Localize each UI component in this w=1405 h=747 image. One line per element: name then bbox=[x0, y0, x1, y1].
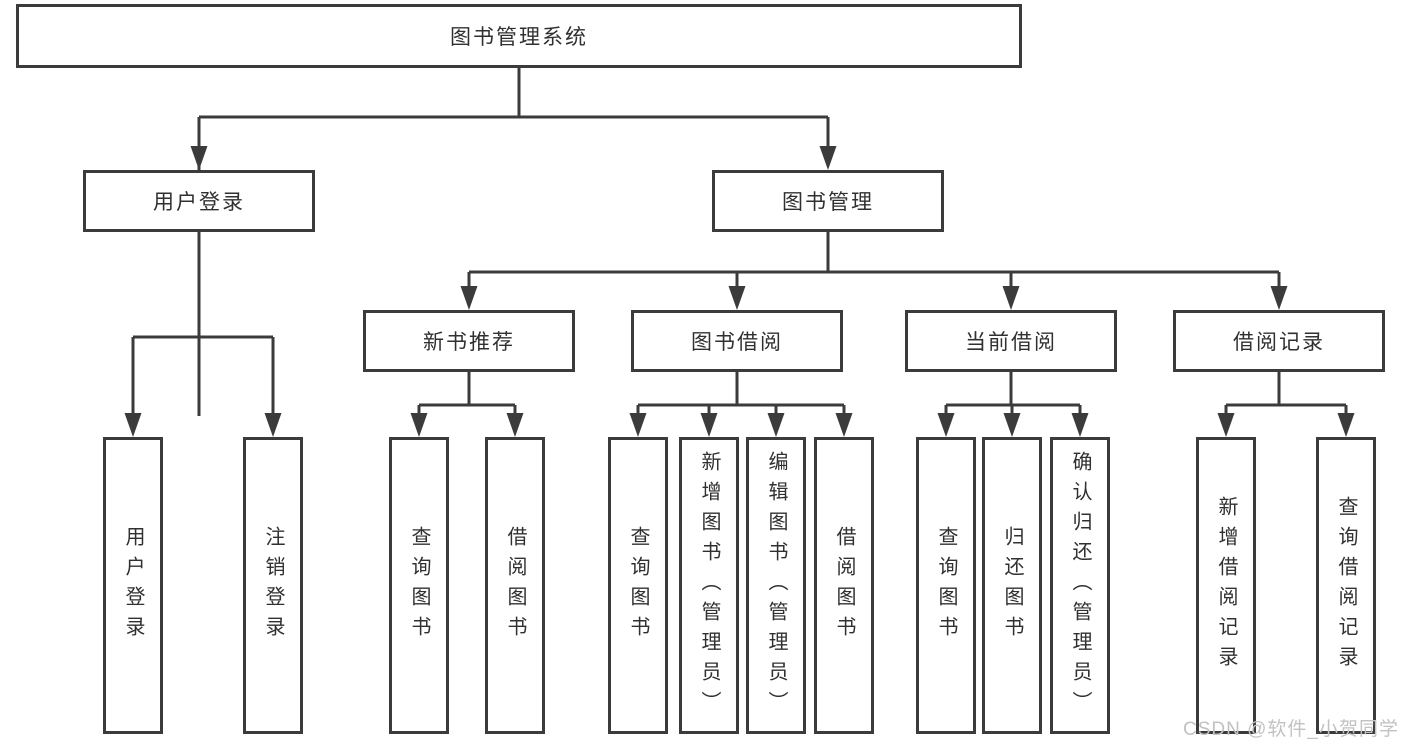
connector-borrowing-to-leaves bbox=[629, 372, 853, 437]
leaf-label: 查询图书 bbox=[935, 525, 957, 646]
leaf-borrow-books-recommend: 借阅图书 bbox=[485, 437, 545, 734]
leaf-label: 借阅图书 bbox=[833, 525, 855, 646]
arrowhead-icon bbox=[1217, 413, 1235, 437]
leaf-borrow-books: 借阅图书 bbox=[814, 437, 874, 734]
leaf-confirm-return-admin: 确认归还（管理员） bbox=[1050, 437, 1110, 734]
node-library-system: 图书管理系统 bbox=[16, 4, 1022, 68]
arrowhead-icon bbox=[767, 413, 785, 437]
arrowhead-icon bbox=[1337, 413, 1355, 437]
node-current-borrowing: 当前借阅 bbox=[905, 310, 1117, 372]
arrowhead-icon bbox=[264, 413, 282, 437]
connector-records-to-leaves bbox=[1217, 372, 1355, 437]
arrowhead-icon bbox=[728, 286, 746, 310]
leaf-label: 用户登录 bbox=[122, 525, 144, 646]
leaf-user-login: 用户登录 bbox=[103, 437, 163, 734]
leaf-return-books: 归还图书 bbox=[982, 437, 1042, 734]
leaf-edit-books-admin: 编辑图书（管理员） bbox=[746, 437, 806, 734]
watermark: CSDN @软件_小贺同学 bbox=[1183, 719, 1399, 740]
node-new-book-recommendation: 新书推荐 bbox=[363, 310, 575, 372]
leaf-query-books-borrowing: 查询图书 bbox=[608, 437, 668, 734]
arrowhead-icon bbox=[190, 146, 208, 170]
arrowhead-icon bbox=[1071, 413, 1089, 437]
arrowhead-icon bbox=[835, 413, 853, 437]
leaf-label: 查询借阅记录 bbox=[1335, 495, 1357, 676]
leaf-label: 查询图书 bbox=[408, 525, 430, 646]
connector-userlogin-to-leaves bbox=[124, 232, 282, 437]
node-borrowing-records: 借阅记录 bbox=[1173, 310, 1385, 372]
leaf-query-books-recommend: 查询图书 bbox=[389, 437, 449, 734]
arrowhead-icon bbox=[700, 413, 718, 437]
arrowhead-icon bbox=[1270, 286, 1288, 310]
leaf-label: 新增图书（管理员） bbox=[698, 450, 720, 721]
node-user-login: 用户登录 bbox=[83, 170, 315, 232]
leaf-label: 归还图书 bbox=[1001, 525, 1023, 646]
leaf-label: 编辑图书（管理员） bbox=[765, 450, 787, 721]
arrowhead-icon bbox=[124, 413, 142, 437]
leaf-add-books-admin: 新增图书（管理员） bbox=[679, 437, 739, 734]
leaf-label: 确认归还（管理员） bbox=[1069, 450, 1091, 721]
leaf-label: 查询图书 bbox=[627, 525, 649, 646]
leaf-query-borrow-record: 查询借阅记录 bbox=[1316, 437, 1376, 734]
leaf-add-borrow-record: 新增借阅记录 bbox=[1196, 437, 1256, 734]
node-book-borrowing: 图书借阅 bbox=[631, 310, 843, 372]
leaf-logout: 注销登录 bbox=[243, 437, 303, 734]
node-book-management: 图书管理 bbox=[712, 170, 944, 232]
leaf-label: 借阅图书 bbox=[504, 525, 526, 646]
arrowhead-icon bbox=[937, 413, 955, 437]
arrowhead-icon bbox=[506, 413, 524, 437]
arrowhead-icon bbox=[1003, 413, 1021, 437]
connector-current-to-leaves bbox=[937, 372, 1089, 437]
connector-newbook-to-leaves bbox=[410, 372, 524, 437]
arrowhead-icon bbox=[629, 413, 647, 437]
leaf-label: 新增借阅记录 bbox=[1215, 495, 1237, 676]
connector-bookmgmt-to-level3 bbox=[460, 232, 1288, 310]
arrowhead-icon bbox=[410, 413, 428, 437]
arrowhead-icon bbox=[819, 146, 837, 170]
arrowhead-icon bbox=[460, 286, 478, 310]
leaf-query-books-current: 查询图书 bbox=[916, 437, 976, 734]
leaf-label: 注销登录 bbox=[262, 525, 284, 646]
arrowhead-icon bbox=[1002, 286, 1020, 310]
